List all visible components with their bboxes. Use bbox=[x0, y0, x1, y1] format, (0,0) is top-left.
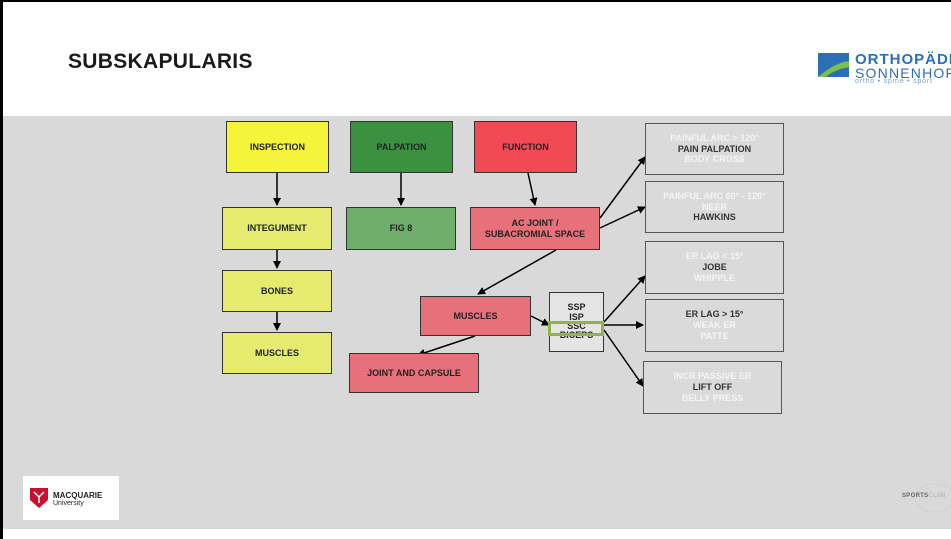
slide-frame-left bbox=[0, 0, 3, 539]
ac-joint-label-line2: SUBACROMIAL SPACE bbox=[484, 228, 586, 239]
test-painful-arc-120: PAINFUL ARC > 120° bbox=[670, 132, 759, 143]
bones-box: BONES bbox=[222, 270, 332, 312]
logo-tagline: ortho • spine • sport bbox=[855, 78, 933, 85]
macquarie-subtitle: University bbox=[53, 500, 84, 507]
sonnenhof-logo-mark-icon bbox=[818, 53, 849, 77]
test-belly-press: BELLY PRESS bbox=[681, 392, 744, 403]
function-box: FUNCTION bbox=[474, 121, 577, 173]
integument-label: INTEGUMENT bbox=[247, 223, 307, 234]
muscle-list-ssp: SSP bbox=[567, 302, 586, 313]
ssc-highlight-frame bbox=[548, 321, 604, 336]
ac-joint-label-line1: AC JOINT / bbox=[511, 217, 559, 228]
integument-box: INTEGUMENT bbox=[222, 207, 332, 250]
inspection-label: INSPECTION bbox=[249, 141, 305, 152]
test-pain-palpation: PAIN PALPATION bbox=[677, 143, 752, 154]
ac-joint-box: AC JOINT / SUBACROMIAL SPACE bbox=[470, 207, 600, 250]
slide-header bbox=[3, 2, 951, 116]
test-patte: PATTE bbox=[700, 330, 729, 341]
test-jobe: JOBE bbox=[702, 262, 727, 273]
palpation-label: PALPATION bbox=[376, 141, 427, 152]
inspection-box: INSPECTION bbox=[226, 121, 329, 173]
slide-frame-top bbox=[0, 0, 951, 2]
muscles-function-label: MUSCLES bbox=[453, 310, 498, 321]
palpation-box: PALPATION bbox=[350, 121, 453, 173]
muscles-inspection-label: MUSCLES bbox=[254, 347, 299, 358]
sportsclinic-text-faint: CLINI bbox=[928, 493, 946, 499]
joint-capsule-box: JOINT AND CAPSULE bbox=[349, 353, 479, 393]
fig8-label: FIG 8 bbox=[389, 223, 413, 234]
bones-label: BONES bbox=[260, 285, 293, 296]
sportsclinic-text: SPORTSCLINI bbox=[902, 493, 946, 499]
muscle-list-isp: ISP bbox=[569, 311, 584, 322]
fig8-box: FIG 8 bbox=[346, 207, 456, 250]
test-incr-passive-er: INCR PASSIVE ER bbox=[673, 371, 752, 382]
test-group-5: INCR PASSIVE ER LIFT OFF BELLY PRESS bbox=[643, 361, 782, 414]
test-er-lag-under-15: ER LAG < 15° bbox=[685, 251, 744, 262]
test-whipple: WHIPPLE bbox=[693, 272, 735, 283]
test-group-3: ER LAG < 15° JOBE WHIPPLE bbox=[645, 241, 784, 294]
muscle-list-ssc: SSC bbox=[567, 321, 586, 331]
test-painful-arc-60-120: PAINFUL ARC 60° - 120° bbox=[663, 190, 766, 201]
sportsclinic-text-dark: SPORTS bbox=[902, 493, 929, 499]
function-label: FUNCTION bbox=[502, 141, 549, 152]
muscles-inspection-box: MUSCLES bbox=[222, 332, 332, 374]
test-group-4: ER LAG > 15° WEAK ER PATTE bbox=[645, 299, 784, 352]
muscles-function-box: MUSCLES bbox=[420, 296, 531, 336]
sportsclinic-swoosh-icon bbox=[914, 483, 951, 513]
test-hawkins: HAWKINS bbox=[693, 212, 736, 223]
macquarie-name: MACQUARIE bbox=[53, 491, 103, 500]
test-group-1: PAINFUL ARC > 120° PAIN PALPATION BODY C… bbox=[645, 123, 784, 175]
test-body-cross: BODY CROSS bbox=[684, 154, 745, 165]
logo-text-orthopaedie: ORTHOPÄDIE bbox=[855, 51, 951, 68]
test-weak-er: WEAK ER bbox=[693, 320, 736, 331]
logo-text-sonnenhof: SONNENHOF bbox=[855, 65, 951, 81]
sportsclinic-logo: SPORTSCLINI bbox=[895, 476, 951, 520]
test-neer: NEER bbox=[701, 201, 727, 212]
slide-title: SUBSKAPULARIS bbox=[68, 50, 253, 73]
orthopaedie-sonnenhof-logo: ORTHOPÄDIE SONNENHOF ortho • spine • spo… bbox=[818, 51, 951, 85]
macquarie-university-logo: MACQUARIE University bbox=[23, 476, 119, 520]
joint-capsule-label: JOINT AND CAPSULE bbox=[367, 367, 461, 378]
test-lift-off: LIFT OFF bbox=[692, 382, 733, 393]
macquarie-emblem-icon bbox=[30, 488, 48, 508]
test-group-2: PAINFUL ARC 60° - 120° NEER HAWKINS bbox=[645, 181, 784, 233]
test-er-lag-over-15: ER LAG > 15° bbox=[685, 309, 744, 320]
slide-bottom-strip bbox=[3, 529, 951, 539]
